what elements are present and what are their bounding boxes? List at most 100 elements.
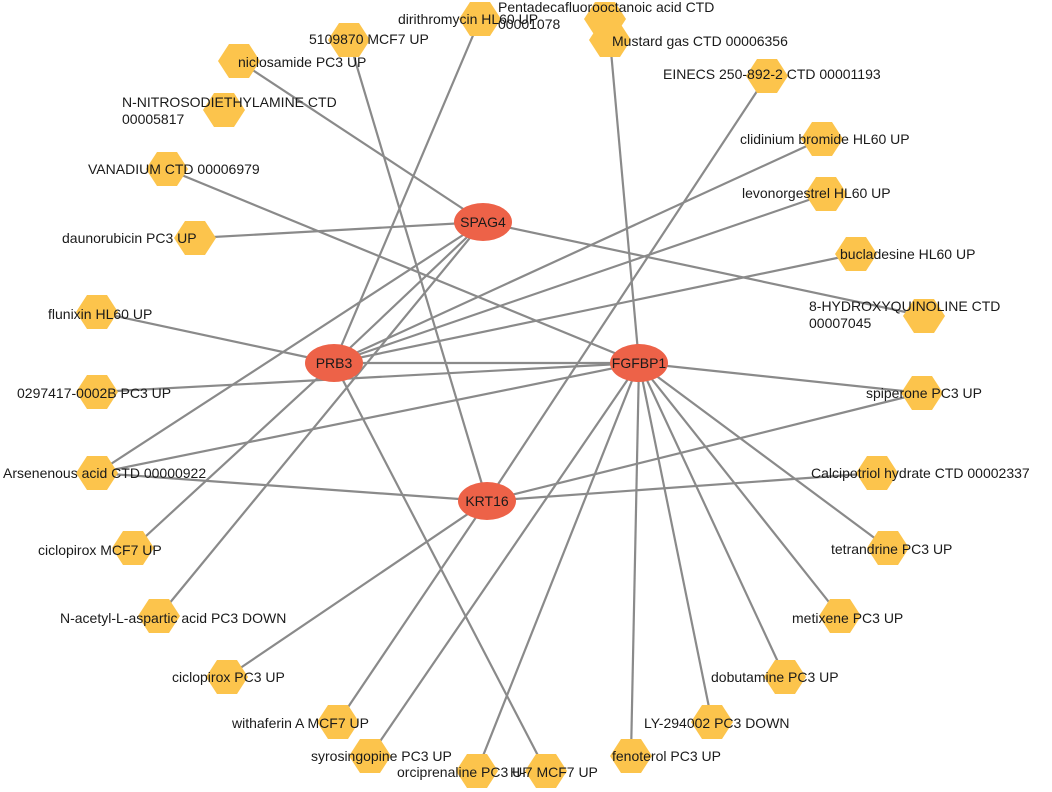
hexagon-node-shape: [349, 739, 391, 773]
drug-node-orciprenaline[interactable]: orciprenaline PC3 UP: [397, 754, 532, 788]
hexagon-node-shape: [138, 599, 180, 633]
hexagon-node-shape: [456, 754, 498, 788]
drug-node-daunorubicin[interactable]: daunorubicin PC3 UP: [62, 221, 216, 255]
drug-node-syrosingopine[interactable]: syrosingopine PC3 UP: [311, 739, 452, 773]
drug-node-metixene[interactable]: metixene PC3 UP: [792, 599, 903, 633]
edge-FGFBP1-ly294002: [637, 362, 714, 723]
drug-node-spiperone[interactable]: spiperone PC3 UP: [866, 376, 982, 410]
hexagon-node-shape: [76, 375, 118, 409]
hexagon-node-shape: [867, 531, 909, 565]
drug-node-label: VANADIUM CTD 00006979: [88, 161, 260, 177]
gene-node-fgfbp1[interactable]: FGFBP1: [610, 344, 668, 382]
hexagon-node-shape: [819, 599, 861, 633]
ellipse-node-shape: [458, 482, 516, 520]
hexagon-node-shape: [459, 2, 501, 36]
drug-node-vanadium[interactable]: VANADIUM CTD 00006979: [88, 152, 260, 186]
hexagon-node-shape: [764, 660, 806, 694]
drug-node-label: 8-HYDROXYQUINOLINE CTD: [809, 298, 1000, 314]
gene-node-label: FGFBP1: [612, 355, 667, 371]
drug-node-einecs[interactable]: EINECS 250-892-2 CTD 00001193: [663, 59, 881, 93]
hexagon-node-shape: [317, 705, 359, 739]
edge-FGFBP1-metixene: [638, 362, 841, 617]
drug-node-label: N-acetyl-L-aspartic acid PC3 DOWN: [60, 610, 286, 626]
drug-node-c0297417[interactable]: 0297417-0002B PC3 UP: [17, 375, 171, 409]
drug-node-label: ciclopirox PC3 UP: [172, 669, 285, 685]
drug-node-fenoterol[interactable]: fenoterol PC3 UP: [610, 739, 721, 773]
drug-node-label: 0297417-0002B PC3 UP: [17, 385, 171, 401]
hexagon-node-shape: [203, 93, 245, 127]
drug-node-h7[interactable]: H-7 MCF7 UP: [510, 754, 598, 788]
drug-node-label: tetrandrine PC3 UP: [831, 541, 952, 557]
hexagon-node-shape: [112, 531, 154, 565]
hexagon-node-shape: [901, 376, 943, 410]
drug-node-label: Arsenenous acid CTD 00000922: [3, 465, 206, 481]
hexagon-node-shape: [856, 456, 898, 490]
edge-SPAG4-niclosamide: [238, 60, 484, 223]
edge-PRB3-clidinium: [333, 138, 823, 364]
edge-KRT16-spiperone: [486, 391, 923, 503]
drug-node-calcipotriol[interactable]: Calcipotriol hydrate CTD 00002337: [811, 456, 1030, 490]
drug-node-ly294002[interactable]: LY-294002 PC3 DOWN: [644, 705, 790, 739]
drug-node-ciclopirox_mcf7[interactable]: ciclopirox MCF7 UP: [38, 531, 162, 565]
drug-node-dobutamine[interactable]: dobutamine PC3 UP: [711, 660, 839, 694]
drug-node-label: fenoterol PC3 UP: [612, 748, 721, 764]
ellipse-node-shape: [610, 344, 668, 382]
drug-node-arsenenous[interactable]: Arsenenous acid CTD 00000922: [3, 456, 206, 490]
drug-node-label: LY-294002 PC3 DOWN: [644, 715, 790, 731]
hexagon-node-shape: [801, 122, 843, 156]
drug-node-label: dobutamine PC3 UP: [711, 669, 839, 685]
edge-KRT16-5109870: [347, 39, 489, 502]
drug-node-dirithromycin[interactable]: dirithromycin HL60 UP: [398, 2, 538, 36]
edge-FGFBP1-vanadium: [166, 167, 640, 365]
drug-node-label: withaferin A MCF7 UP: [231, 715, 369, 731]
ellipse-node-shape: [305, 344, 363, 382]
hexagon-node-shape: [76, 295, 118, 329]
hexagon-node-shape: [610, 739, 652, 773]
edge-PRB3-dirithromycin: [332, 18, 482, 364]
gene-node-label: SPAG4: [460, 214, 506, 230]
edge-PRB3-flunixin: [96, 310, 335, 365]
edge-PRB3-bucladesine: [333, 252, 857, 365]
edge-KRT16-withaferin: [337, 500, 488, 723]
drug-node-label: spiperone PC3 UP: [866, 385, 982, 401]
edge-FGFBP1-fenoterol: [629, 362, 641, 757]
edge-FGFBP1-dobutamine: [638, 362, 786, 678]
gene-node-label: PRB3: [316, 355, 353, 371]
gene-node-prb3[interactable]: PRB3: [305, 344, 363, 382]
edge-FGFBP1-mustard: [608, 39, 641, 364]
drug-node-label: levonorgestrel HL60 UP: [742, 185, 891, 201]
drug-node-bucladesine[interactable]: bucladesine HL60 UP: [835, 237, 975, 271]
hexagon-node-shape: [328, 23, 370, 57]
edge-KRT16-calcipotriol: [486, 471, 878, 503]
drug-node-ciclopirox_pc3[interactable]: ciclopirox PC3 UP: [172, 660, 285, 694]
edge-SPAG4-arsenenous_x: [96, 221, 484, 474]
gene-node-spag4[interactable]: SPAG4: [454, 203, 512, 241]
drug-node-clidinium[interactable]: clidinium bromide HL60 UP: [740, 122, 910, 156]
edge-KRT16-ciclopirox_pc3: [226, 500, 488, 678]
drug-node-niclosamide[interactable]: niclosamide PC3 UP: [218, 44, 366, 78]
edge-FGFBP1-spiperone: [638, 361, 923, 395]
drug-node-levonorgestrel[interactable]: levonorgestrel HL60 UP: [742, 177, 891, 211]
drug-node-withaferin[interactable]: withaferin A MCF7 UP: [231, 705, 369, 739]
hexagon-node-shape: [174, 221, 216, 255]
drug-node-tetrandrine[interactable]: tetrandrine PC3 UP: [831, 531, 952, 565]
drug-node-nacetyl[interactable]: N-acetyl-L-aspartic acid PC3 DOWN: [60, 599, 286, 633]
drug-node-label: flunixin HL60 UP: [48, 306, 152, 322]
drug-node-label: niclosamide PC3 UP: [238, 54, 366, 70]
gene-node-krt16[interactable]: KRT16: [458, 482, 516, 520]
drug-node-label: bucladesine HL60 UP: [840, 246, 975, 262]
drug-node-5109870[interactable]: 5109870 MCF7 UP: [309, 23, 429, 57]
hexagon-node-shape: [146, 152, 188, 186]
drug-node-label: orciprenaline PC3 UP: [397, 764, 532, 780]
drug-node-flunixin[interactable]: flunixin HL60 UP: [48, 295, 152, 329]
drug-node-label: H-7 MCF7 UP: [510, 764, 598, 780]
edge-KRT16-arsenenous: [96, 471, 488, 503]
hexagon-node-shape: [76, 456, 118, 490]
edge-FGFBP1-arsenenous: [96, 361, 640, 475]
drug-node-mustard[interactable]: Mustard gas CTD 00006356: [589, 23, 788, 57]
drug-node-label: syrosingopine PC3 UP: [311, 748, 452, 764]
drug-node-label: 00001078: [498, 16, 561, 32]
